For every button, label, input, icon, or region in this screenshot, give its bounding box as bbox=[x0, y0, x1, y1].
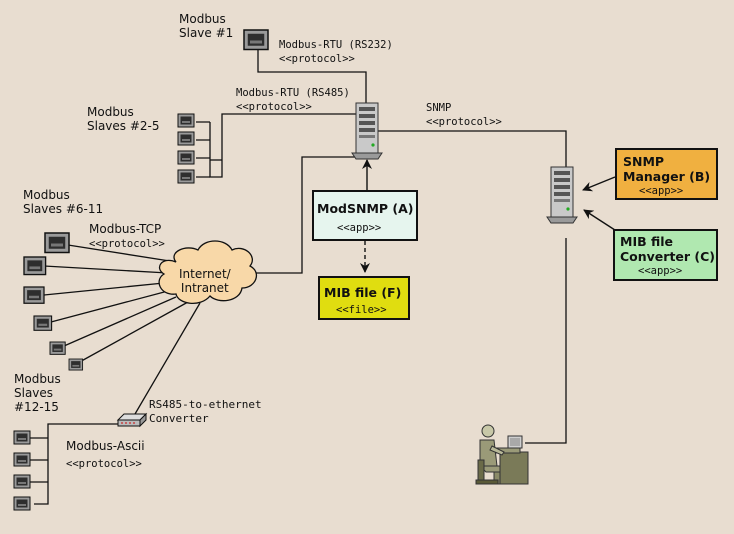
arrows bbox=[360, 159, 619, 273]
modsnmp-box: ModSNMP (A) <<app>> bbox=[312, 190, 418, 241]
tcp-protocol-stereotype: <<protocol>> bbox=[89, 238, 165, 250]
modbus-device-icon bbox=[33, 315, 53, 331]
modbus-device-icon bbox=[13, 496, 31, 511]
snmp-protocol-stereotype: <<protocol>> bbox=[426, 116, 502, 128]
connection-lines bbox=[30, 50, 567, 505]
slave-1-label: Modbus Slave #1 bbox=[179, 12, 234, 40]
modbus-device-icon bbox=[177, 131, 195, 146]
mib-converter-title: MIB file Converter (C) bbox=[620, 234, 716, 264]
server-icon bbox=[351, 102, 383, 160]
converter-label: RS485-to-ethernet Converter bbox=[149, 398, 262, 425]
snmp-manager-stereotype: <<app>> bbox=[639, 185, 684, 197]
modsnmp-stereotype: <<app>> bbox=[337, 222, 382, 234]
modbus-device-icon bbox=[13, 474, 31, 489]
mib-file-title: MIB file (F) bbox=[324, 285, 402, 300]
modbus-device-icon bbox=[68, 358, 84, 371]
cloud-label: Internet/ Intranet bbox=[179, 267, 231, 295]
modbus-device-icon bbox=[177, 150, 195, 165]
rs485-protocol-stereotype: <<protocol>> bbox=[236, 101, 312, 113]
mib-converter-box: MIB file Converter (C) <<app>> bbox=[613, 229, 718, 281]
cloud-icon bbox=[158, 240, 258, 304]
slaves-2-5-label: Modbus Slaves #2-5 bbox=[87, 105, 160, 133]
ascii-protocol-stereotype: <<protocol>> bbox=[66, 458, 142, 470]
modbus-device-icon bbox=[13, 430, 31, 445]
slaves-6-11-label: Modbus Slaves #6-11 bbox=[23, 188, 104, 216]
ascii-protocol-name: Modbus-Ascii bbox=[66, 439, 145, 453]
modbus-device-icon bbox=[177, 169, 195, 184]
modbus-device-icon bbox=[243, 29, 269, 51]
rs485-protocol-name: Modbus-RTU (RS485) bbox=[236, 87, 350, 99]
modbus-device-icon bbox=[13, 452, 31, 467]
mib-converter-stereotype: <<app>> bbox=[638, 265, 683, 277]
modbus-device-icon bbox=[177, 113, 195, 128]
snmp-manager-box: SNMP Manager (B) <<app>> bbox=[615, 148, 718, 200]
slaves-12-15-label: Modbus Slaves #12-15 bbox=[14, 372, 61, 414]
modbus-device-icon bbox=[23, 256, 47, 276]
modbus-device-icon bbox=[49, 341, 66, 355]
snmp-manager-title: SNMP Manager (B) bbox=[623, 154, 711, 184]
user-at-computer-icon bbox=[475, 424, 529, 485]
converter-icon bbox=[116, 412, 148, 428]
modbus-device-icon bbox=[44, 232, 70, 254]
modbus-device-icon bbox=[23, 286, 45, 304]
rs232-protocol-name: Modbus-RTU (RS232) bbox=[279, 39, 393, 51]
snmp-protocol-name: SNMP bbox=[426, 102, 452, 114]
mib-file-box: MIB file (F) <<file>> bbox=[318, 276, 410, 320]
tcp-protocol-name: Modbus-TCP bbox=[89, 222, 162, 236]
modsnmp-title: ModSNMP (A) bbox=[317, 201, 414, 216]
server-icon bbox=[546, 166, 578, 224]
rs232-protocol-stereotype: <<protocol>> bbox=[279, 53, 355, 65]
mib-file-stereotype: <<file>> bbox=[336, 304, 387, 316]
